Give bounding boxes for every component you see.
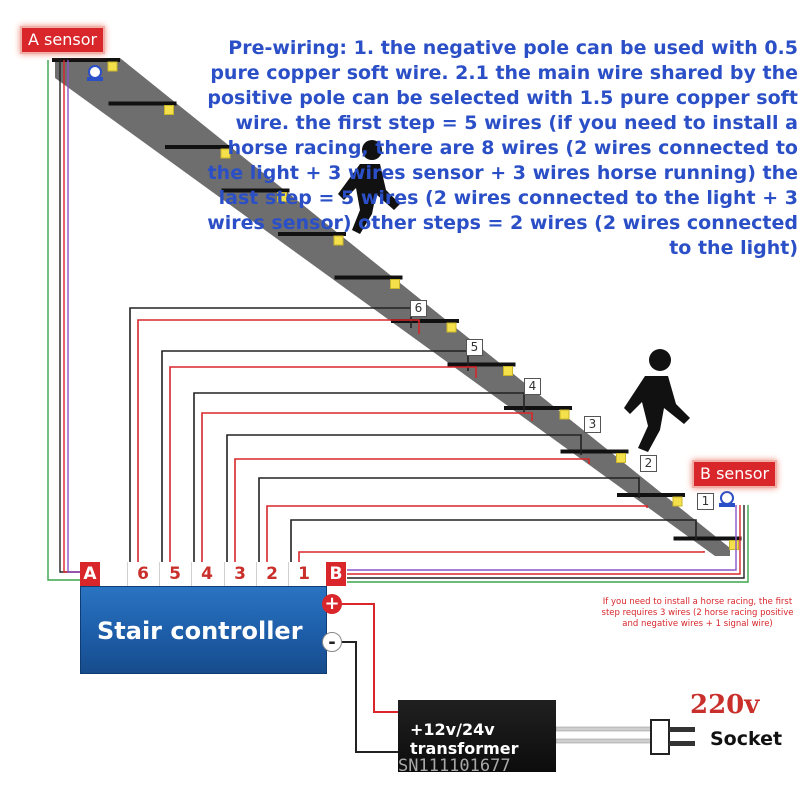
step-light-icon [559, 409, 570, 420]
a-sensor-wire [63, 60, 80, 573]
power-wiring [342, 603, 652, 753]
plug-icon [650, 719, 695, 755]
step-light-icon [729, 540, 739, 550]
stair-tread [391, 319, 459, 323]
transformer-label-line1: +12v/24v [410, 720, 495, 739]
step-light-icon [446, 322, 457, 333]
step-light-icon [220, 148, 231, 159]
b-sensor-wire [347, 505, 745, 579]
transformer-label: +12v/24v transformer [410, 720, 519, 758]
channel-wire-positive [137, 319, 420, 562]
step-number-badge: 1 [697, 493, 714, 510]
a-sensor-label: A sensor [20, 26, 106, 54]
stair-tread [673, 536, 742, 541]
b-sensor-wire [347, 505, 749, 583]
terminal-channel: 4 [191, 562, 222, 586]
stair-tread [504, 406, 572, 410]
b-sensor-wire [347, 505, 737, 571]
step-light-icon [503, 366, 513, 376]
step-number-badge: 6 [410, 300, 427, 317]
channel-wire-negative [258, 477, 640, 562]
horse-racing-note: If you need to install a horse racing, t… [601, 597, 794, 629]
channel-wire-negative [226, 434, 582, 562]
step-number-badge: 4 [524, 378, 541, 395]
stair-tread [221, 188, 290, 193]
terminal-channel: 3 [224, 562, 255, 586]
positive-terminal: + [322, 594, 342, 614]
stair-tread [334, 275, 403, 280]
controller-title: Stair controller [97, 617, 303, 645]
walking-person-icon [338, 140, 400, 234]
stair-tread [52, 58, 120, 62]
terminal-channel: 5 [159, 562, 190, 586]
voltage-label: 220v [690, 690, 760, 720]
stair-controller: Stair controller [80, 586, 327, 674]
walking-person-icon [624, 349, 690, 452]
transformer-label-line2: transformer [410, 739, 519, 758]
watermark: SN111101677 [398, 756, 511, 776]
terminal-channel: 1 [288, 562, 319, 586]
step-light-icon [277, 192, 287, 202]
stair-tread [617, 493, 685, 497]
stair-tread [278, 232, 346, 236]
b-sensor-wire [347, 505, 741, 575]
a-sensor-wire [67, 60, 80, 573]
step-light-icon [107, 61, 118, 72]
channel-wire-positive [201, 412, 533, 562]
stair-tread [447, 362, 516, 367]
step-light-icon [672, 496, 683, 507]
wiring [47, 60, 749, 583]
channel-wire-negative [161, 350, 469, 562]
channel-wire-negative [129, 307, 412, 562]
channel-wire-positive [234, 458, 590, 562]
step-light-icon [390, 279, 400, 289]
channel-wire-positive [169, 366, 477, 562]
terminal-b: B [326, 562, 346, 586]
step-light-icon [333, 235, 344, 246]
motion-sensor-icon [719, 491, 735, 507]
motion-sensor-icon [87, 65, 103, 81]
transformer: +12v/24v transformer [398, 700, 556, 772]
channel-wire-positive [266, 505, 648, 562]
step-number-badge: 2 [640, 455, 657, 472]
stair-tread [108, 101, 177, 106]
channel-wire-negative [290, 519, 697, 562]
terminal-a: A [80, 562, 100, 586]
step-light-icon [616, 453, 626, 463]
a-sensor-wire [47, 60, 80, 581]
negative-terminal: - [322, 632, 342, 652]
a-sensor-wire [59, 60, 80, 573]
step-light-icon [164, 105, 174, 115]
socket-label: Socket [710, 728, 783, 750]
staircase [55, 58, 730, 556]
terminal-channel: 6 [127, 562, 158, 586]
channel-wire-negative [193, 392, 525, 562]
prewiring-instructions: Pre-wiring: 1. the negative pole can be … [207, 37, 798, 259]
step-number-badge: 3 [584, 416, 601, 433]
channel-wire-positive [298, 551, 705, 562]
step-number-badge: 5 [466, 339, 483, 356]
stair-tread [165, 145, 233, 149]
b-sensor-label: B sensor [692, 460, 778, 488]
stair-tread [560, 449, 629, 454]
controller-terminal-strip: A 6 5 4 3 2 1 B [80, 562, 347, 586]
terminal-channel: 2 [256, 562, 287, 586]
stair-steps [52, 58, 742, 550]
